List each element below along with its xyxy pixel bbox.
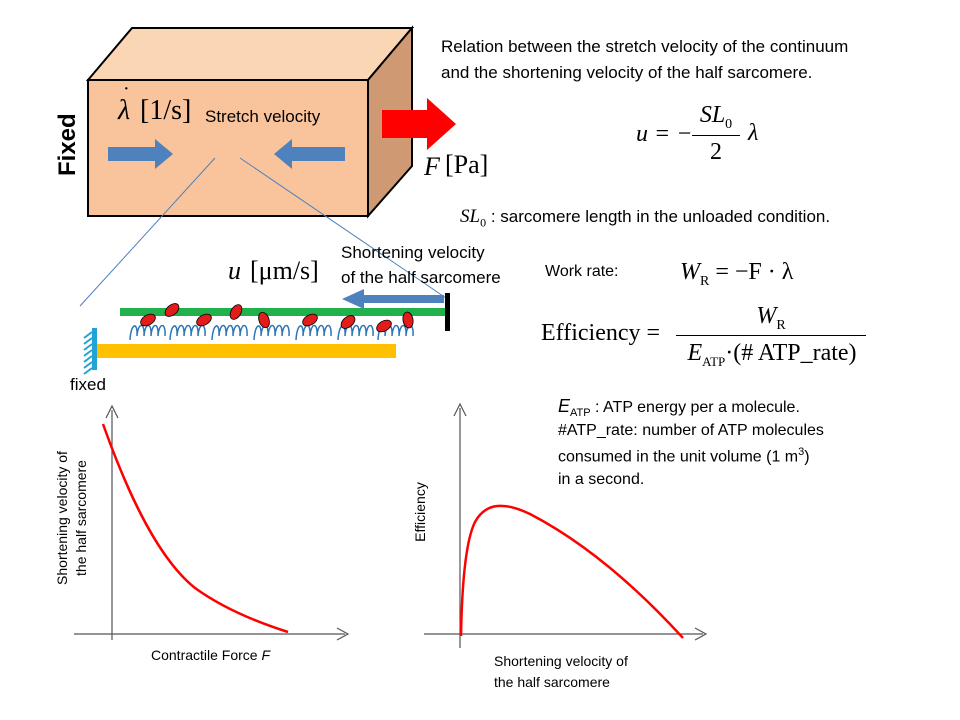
plot2-curve	[459, 504, 684, 639]
plot2-x-label: Shortening velocity of the half sarcomer…	[494, 653, 628, 690]
stretch-velocity-label: Stretch velocity	[205, 107, 321, 126]
plot1-y-label: Shortening velocity of the half sarcomer…	[54, 451, 89, 585]
relation-eq-lhs: u = −	[636, 121, 693, 147]
fixed-wall-hatch	[83, 343, 93, 351]
plot1-x-arrowhead	[336, 627, 350, 641]
work-rate-equation: WR = −F · λ	[680, 259, 794, 289]
force-arrow	[382, 98, 456, 150]
plot1-y-arrowhead	[105, 404, 119, 419]
stretch-arrow-left	[274, 139, 345, 169]
sl0-note: SL0 : sarcomere length in the unloaded c…	[460, 206, 831, 230]
shortening-label-line1: Shortening velocity	[341, 243, 485, 262]
stretch-arrow-right	[108, 139, 173, 169]
relation-eq-rhs: λ	[748, 120, 759, 146]
shortening-velocity-symbol: u	[228, 256, 241, 285]
crossbridge-spring	[253, 324, 290, 341]
shortening-arrow	[342, 289, 444, 309]
efficiency-eq-label: Efficiency =	[541, 320, 661, 346]
myosin-head	[402, 311, 414, 329]
plot2-y-arrowhead	[453, 402, 467, 417]
relation-eq-numerator: SL0	[699, 102, 733, 132]
shortening-velocity-unit: [μm/s]	[250, 256, 319, 285]
force-unit: [Pa]	[445, 150, 489, 179]
crossbridge-spring	[129, 324, 166, 341]
fixed-wall	[83, 328, 97, 375]
relation-eq-denominator: 2	[710, 139, 722, 165]
crossbridge-spring	[337, 324, 374, 341]
plot1-x-label: Contractile Force F	[151, 647, 271, 663]
fixed-wall-label: fixed	[70, 375, 106, 394]
crossbridge-spring	[295, 324, 332, 341]
myosin-head	[164, 303, 180, 317]
crossbridge-spring	[169, 324, 206, 341]
shortening-label-line2: of the half sarcomere	[341, 268, 501, 287]
atp-rate-note-line1: #ATP_rate: number of ATP molecules	[558, 422, 824, 439]
fixed-wall-plate	[92, 328, 97, 370]
work-rate-label: Work rate:	[545, 263, 619, 280]
fixed-wall-hatch	[83, 349, 93, 357]
myosin-heads	[140, 303, 414, 333]
stretch-rate-symbol: λ·	[118, 78, 131, 126]
relation-eq-fraction-bar	[692, 135, 740, 136]
plot2-x-arrowhead	[694, 627, 708, 641]
relation-text-line1: Relation between the stretch velocity of…	[441, 37, 849, 56]
zoom-line-right	[239, 157, 447, 299]
z-line-bar	[445, 293, 450, 331]
plot2-y-label: Efficiency	[412, 482, 428, 542]
myosin-head	[258, 311, 270, 329]
myosin-head	[302, 313, 318, 327]
myosin-head	[229, 304, 243, 320]
box-top-face	[85, 27, 415, 81]
atp-rate-note-line3: in a second.	[558, 471, 645, 488]
fixed-wall-hatch	[83, 337, 93, 345]
efficiency-eq-numerator: WR	[756, 303, 786, 333]
myosin-head	[376, 319, 392, 333]
myosin-head	[140, 313, 156, 327]
stretch-rate-unit: [1/s]	[140, 95, 192, 126]
crossbridge-spring	[211, 324, 248, 341]
myosin-head	[196, 313, 212, 327]
crossbridge-springs	[129, 324, 414, 341]
force-symbol: F	[424, 152, 440, 181]
fixed-wall-hatch	[83, 331, 93, 339]
box-fixed-label: Fixed	[54, 113, 81, 176]
efficiency-eq-fraction-bar	[676, 335, 866, 336]
yellow-filament	[96, 344, 396, 358]
fixed-wall-hatch	[83, 361, 93, 369]
relation-text-line2: and the shortening velocity of the half …	[441, 63, 813, 82]
zoom-line-left	[79, 157, 216, 307]
efficiency-eq-denominator: EATP·(# ATP_rate)	[687, 340, 857, 369]
eatp-note: EATP : ATP energy per a molecule.	[558, 396, 800, 420]
green-filament	[120, 308, 448, 316]
crossbridge-spring	[377, 324, 414, 341]
plot1-curve	[101, 423, 289, 634]
atp-rate-note-line2: consumed in the unit volume (1 m3)	[558, 446, 810, 466]
myosin-head	[340, 315, 356, 329]
fixed-wall-hatch	[83, 355, 93, 363]
fixed-wall-hatch	[83, 367, 93, 375]
